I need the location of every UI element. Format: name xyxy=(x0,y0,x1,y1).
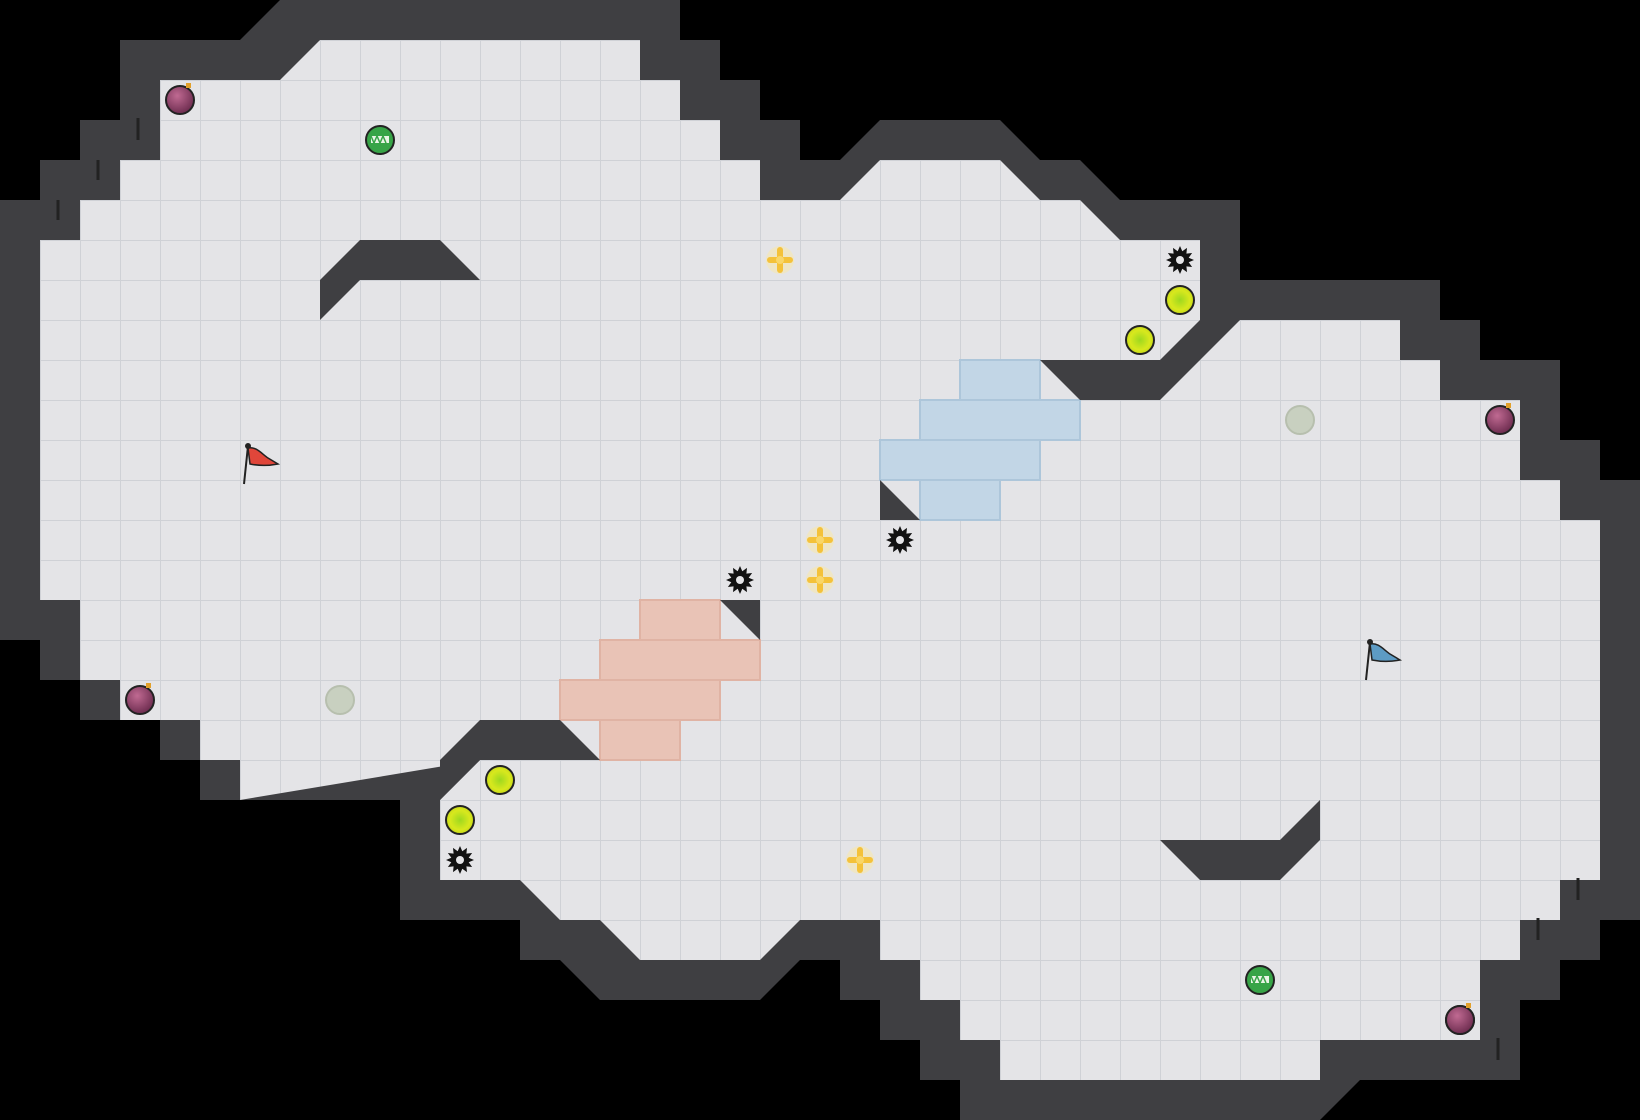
spike-icon[interactable] xyxy=(1166,246,1194,274)
bomb-icon[interactable] xyxy=(1445,1003,1475,1035)
portal-icon[interactable] xyxy=(1285,405,1315,435)
spike-icon[interactable] xyxy=(886,526,914,554)
team-boost-icon[interactable] xyxy=(1245,965,1275,995)
floor-layer xyxy=(40,40,1600,1080)
red-team-zone xyxy=(559,599,761,761)
boost-icon[interactable] xyxy=(445,805,475,835)
blue-flag-icon[interactable] xyxy=(1365,639,1403,681)
inner-walls xyxy=(320,240,1320,880)
powerup-icon[interactable] xyxy=(806,526,834,554)
bomb-icon[interactable] xyxy=(1485,403,1515,435)
team-boost-icon[interactable] xyxy=(365,125,395,155)
spike-icon[interactable] xyxy=(726,566,754,594)
powerup-icon[interactable] xyxy=(806,566,834,594)
bomb-icon[interactable] xyxy=(165,83,195,115)
powerup-icon[interactable] xyxy=(846,846,874,874)
powerup-icon[interactable] xyxy=(766,246,794,274)
wall-notches xyxy=(56,118,1580,1060)
portal-icon[interactable] xyxy=(325,685,355,715)
boost-icon[interactable] xyxy=(1165,285,1195,315)
blue-team-zone xyxy=(879,359,1081,521)
spike-icon[interactable] xyxy=(446,846,474,874)
items xyxy=(125,83,1515,1035)
bomb-icon[interactable] xyxy=(125,683,155,715)
red-flag-icon[interactable] xyxy=(243,443,281,485)
boost-icon[interactable] xyxy=(485,765,515,795)
boost-icon[interactable] xyxy=(1125,325,1155,355)
